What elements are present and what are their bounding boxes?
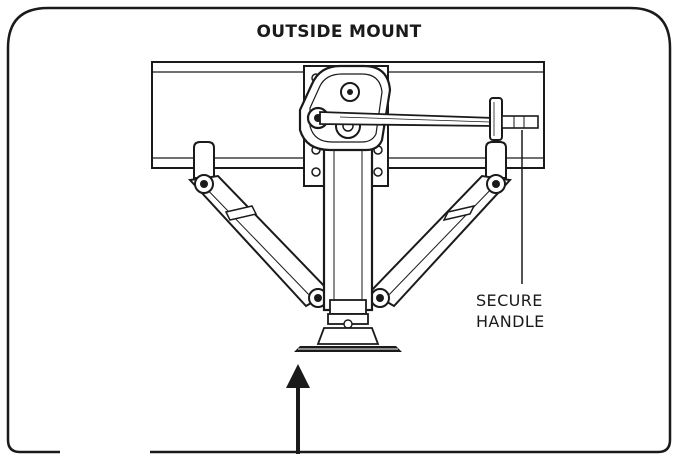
rounded-frame <box>6 6 672 454</box>
secure-handle-callout: SECURE HANDLE <box>476 290 586 332</box>
crank-handle <box>319 97 539 141</box>
diagram-title: OUTSIDE MOUNT <box>256 22 422 42</box>
callout-line-2: HANDLE <box>476 312 545 331</box>
up-arrow <box>286 364 310 454</box>
left-brace <box>187 141 332 308</box>
gearbox-housing <box>298 64 392 152</box>
right-brace <box>368 141 513 308</box>
callout-line-1: SECURE <box>476 291 543 310</box>
jack-tube <box>322 118 374 315</box>
swivel-foot <box>294 313 402 352</box>
